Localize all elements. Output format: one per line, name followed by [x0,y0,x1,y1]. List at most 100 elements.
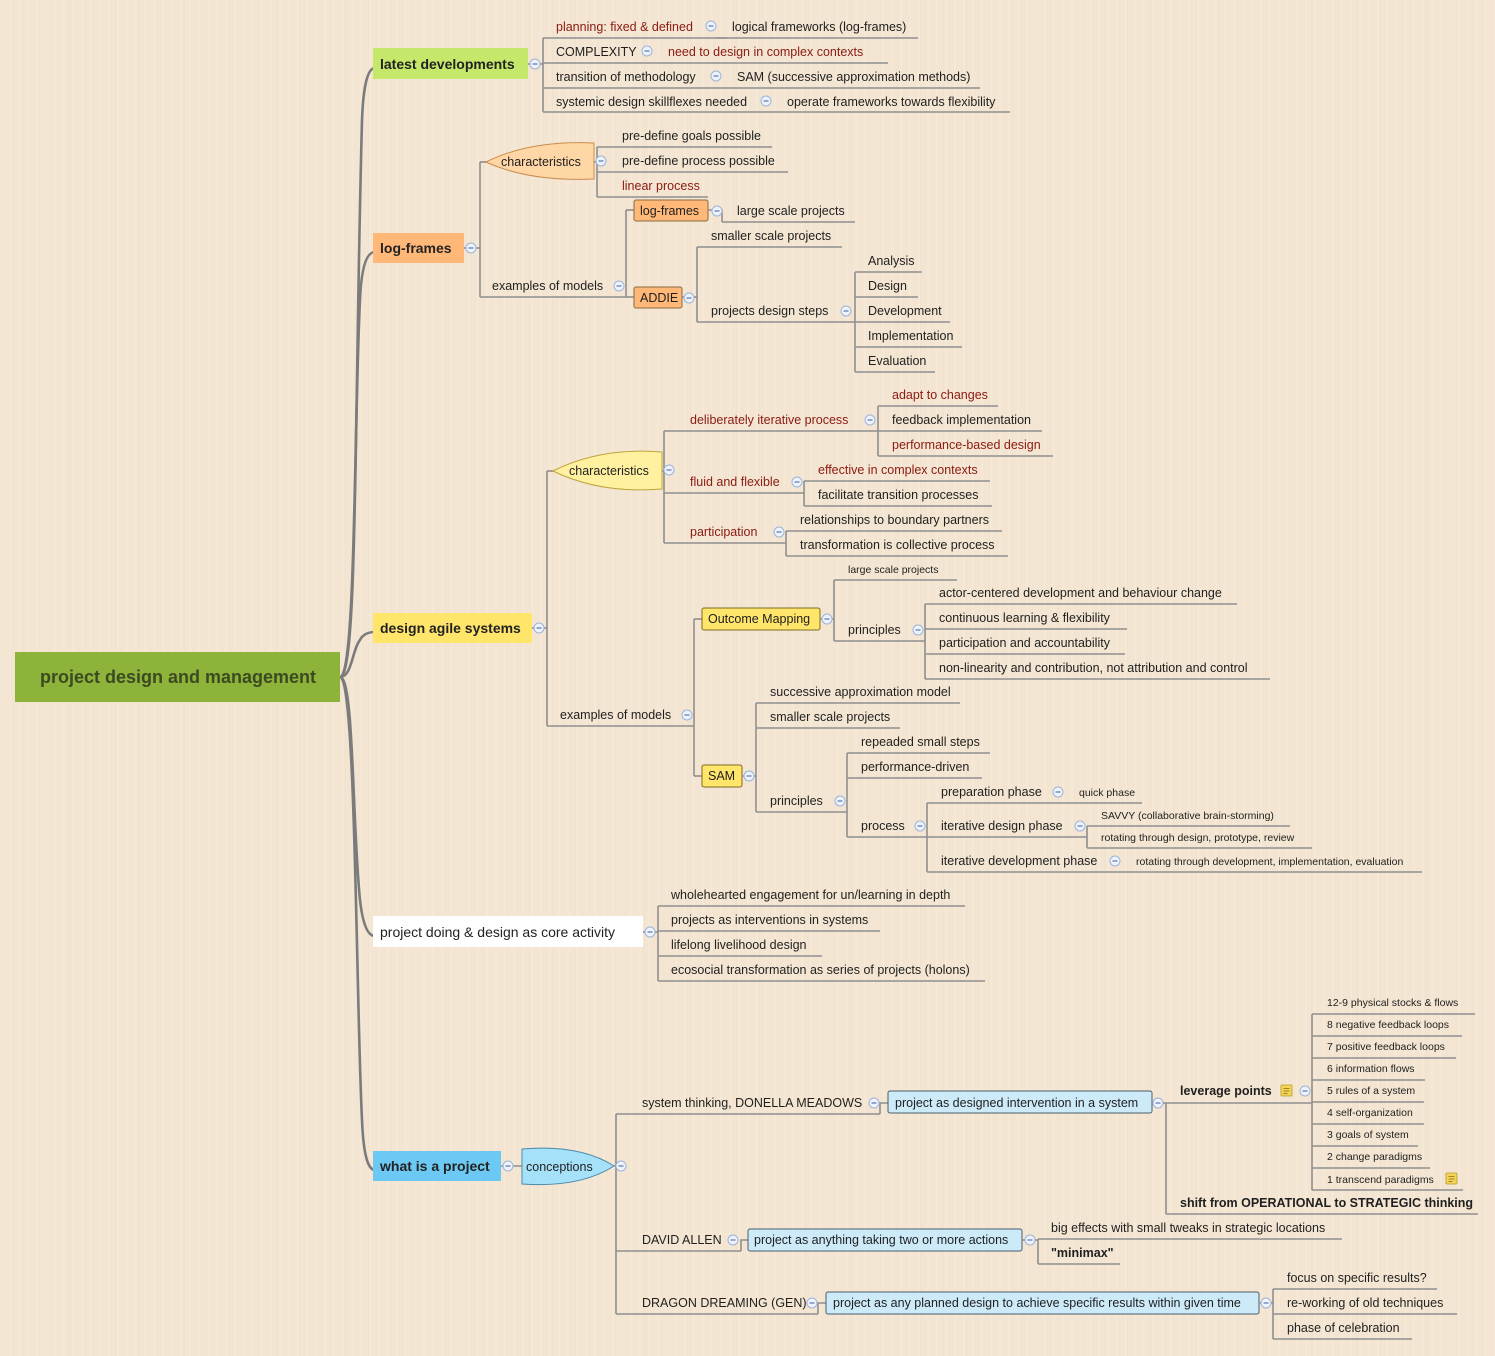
collapse-minus-icon[interactable] [1152,1097,1164,1109]
collapse-minus-icon[interactable] [773,526,785,538]
note-icon[interactable] [1445,1172,1458,1185]
collapse-minus-icon[interactable] [806,1297,818,1309]
sam-prep-label: preparation phase [941,785,1042,799]
root-node[interactable]: project design and management [15,652,340,702]
project-doing-label: project doing & design as core activity [380,924,615,940]
collapse-minus-icon[interactable] [465,242,477,254]
agile-iter-3: performance-based design [892,438,1041,452]
collapse-minus-icon[interactable] [912,624,924,636]
leverage-point-4: 6 information flows [1327,1063,1415,1075]
dragon-item-3: phase of celebration [1287,1321,1400,1335]
collapse-minus-icon[interactable] [1109,855,1121,867]
root-label: project design and management [40,667,316,687]
leverage-point-3: 7 positive feedback loops [1327,1041,1445,1053]
collapse-minus-icon[interactable] [663,464,675,476]
collapse-minus-icon[interactable] [710,70,722,82]
agile-fluid-1: effective in complex contexts [818,463,978,477]
om-principle-4: non-linearity and contribution, not attr… [939,661,1248,675]
om-principle-3: participation and accountability [939,636,1111,650]
what-is-a-project-node[interactable] [373,1151,501,1181]
agile-part-1: relationships to boundary partners [800,513,989,527]
latest-item-3-label: transition of methodology [556,70,696,84]
conceptions-node[interactable] [521,1147,615,1186]
branch-design-agile-systems: design agile systems characteristics del… [373,388,1422,873]
collapse-minus-icon[interactable] [834,795,846,807]
collapse-minus-icon[interactable] [533,622,545,634]
sam-process-label: process [861,819,905,833]
collapse-minus-icon[interactable] [821,613,833,625]
om-principle-2: continuous learning & flexibility [939,611,1111,625]
log-frames-characteristics-node[interactable] [484,142,595,180]
log-frames-model-label: log-frames [640,204,699,218]
addie-label: ADDIE [640,291,678,305]
addie-step-4: Implementation [868,329,954,343]
leverage-point-9: 1 transcend paradigms [1327,1174,1434,1186]
collapse-minus-icon[interactable] [595,155,607,167]
collapse-minus-icon[interactable] [502,1160,514,1172]
what-is-a-project-label: what is a project [379,1158,490,1174]
collapse-minus-icon[interactable] [760,95,772,107]
collapse-minus-icon[interactable] [711,205,723,217]
log-frames-large-scale: large scale projects [737,204,845,218]
collapse-minus-icon[interactable] [791,476,803,488]
allen-big: big effects with small tweaks in strateg… [1051,1221,1325,1235]
trunk-connectors [338,66,376,1172]
latest-item-1-label: planning: fixed & defined [556,20,693,34]
branch-log-frames: log-frames characteristics pre-define go… [373,129,962,373]
allen-box-label: project as anything taking two or more a… [754,1233,1008,1247]
collapse-minus-icon[interactable] [705,20,717,32]
doing-item-3: lifelong livelihood design [671,938,807,952]
collapse-toggles [465,20,1311,1309]
dragon-item-1: focus on specific results? [1287,1271,1427,1285]
collapse-minus-icon[interactable] [641,45,653,57]
log-frames-characteristics-label: characteristics [501,155,581,169]
collapse-minus-icon[interactable] [615,1160,627,1172]
latest-developments-label: latest developments [380,56,515,72]
latest-developments-node[interactable] [373,48,528,79]
dragon-box-label: project as any planned design to achieve… [833,1296,1241,1310]
logframes-char-3: linear process [622,179,700,193]
collapse-minus-icon[interactable] [529,58,541,70]
collapse-minus-icon[interactable] [727,1234,739,1246]
collapse-minus-icon[interactable] [914,820,926,832]
sam-iterdev-label: iterative development phase [941,854,1097,868]
collapse-minus-icon[interactable] [681,709,693,721]
branch-what-is-a-project: what is a project conceptions system thi… [373,997,1478,1340]
agile-participation-label: participation [690,525,757,539]
conceptions-label: conceptions [526,1160,593,1174]
sam-smaller: smaller scale projects [770,710,890,724]
note-icon[interactable] [1280,1084,1293,1097]
allen-minimax: "minimax" [1051,1246,1114,1260]
collapse-minus-icon[interactable] [644,926,656,938]
log-frames-label: log-frames [380,240,452,256]
branch-project-doing: project doing & design as core activity … [373,888,985,982]
collapse-minus-icon[interactable] [1024,1234,1036,1246]
collapse-minus-icon[interactable] [743,770,755,782]
collapse-minus-icon[interactable] [613,280,625,292]
design-agile-systems-node[interactable] [373,613,532,643]
project-doing-node[interactable] [373,916,643,947]
collapse-minus-icon[interactable] [1299,1085,1311,1097]
collapse-minus-icon[interactable] [840,305,852,317]
collapse-minus-icon[interactable] [1260,1297,1272,1309]
log-frames-node[interactable] [373,233,464,263]
agile-iterative-label: deliberately iterative process [690,413,848,427]
leverage-point-6: 4 self-organization [1327,1107,1413,1119]
om-large: large scale projects [848,564,938,576]
meadows-box-node[interactable] [887,1090,1153,1114]
agile-iter-1: adapt to changes [892,388,988,402]
shift-label: shift from OPERATIONAL to STRATEGIC thin… [1180,1196,1473,1210]
doing-item-2: projects as interventions in systems [671,913,868,927]
collapse-minus-icon[interactable] [683,292,695,304]
collapse-minus-icon[interactable] [1074,820,1086,832]
agile-fluid-2: facilitate transition processes [818,488,979,502]
sam-approx: successive approximation model [770,685,951,699]
collapse-minus-icon[interactable] [864,414,876,426]
collapse-minus-icon[interactable] [868,1097,880,1109]
meadows-box-label: project as designed intervention in a sy… [895,1096,1138,1110]
addie-step-2: Design [868,279,907,293]
leverage-points-label: leverage points [1180,1084,1272,1098]
collapse-minus-icon[interactable] [1052,786,1064,798]
design-agile-systems-label: design agile systems [380,620,521,636]
